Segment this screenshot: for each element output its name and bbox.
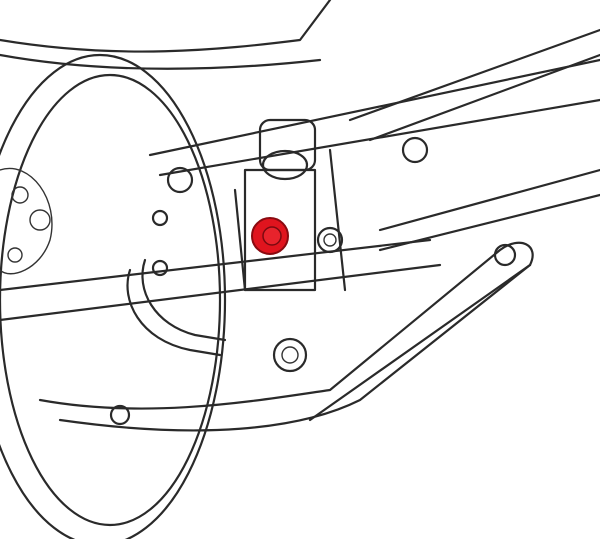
highlighted-bolt [251, 217, 289, 255]
wheel-disc [0, 53, 227, 539]
